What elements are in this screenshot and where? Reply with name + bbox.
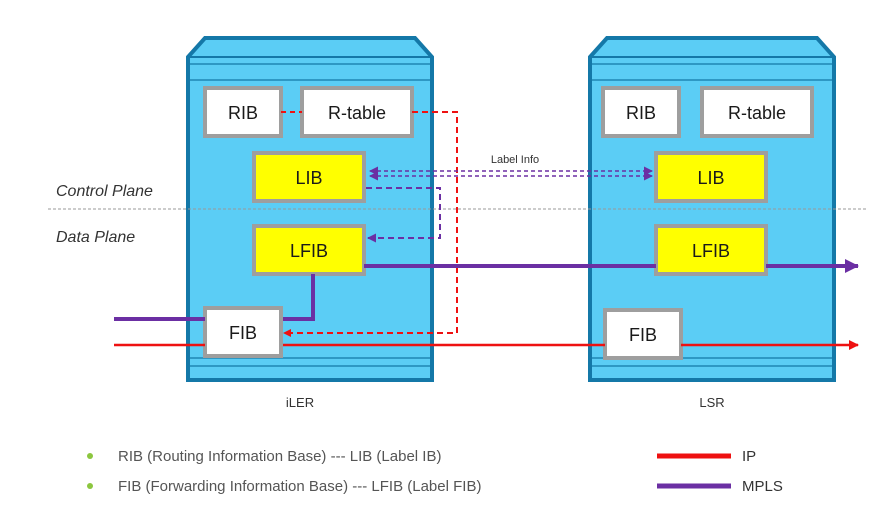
iler-fib-label: FIB xyxy=(229,323,257,343)
mpls-fib-to-lfib-path xyxy=(283,274,315,321)
lsr-lfib-label: LFIB xyxy=(692,241,730,261)
lsr-rib-label: RIB xyxy=(626,103,656,123)
lsr-lib-label: LIB xyxy=(697,168,724,188)
lsr-rib-box: RIB xyxy=(601,86,681,138)
iler-lib-label: LIB xyxy=(295,168,322,188)
iler-lib-box: LIB xyxy=(252,151,366,203)
legend-mpls-label: MPLS xyxy=(742,478,783,495)
legend-ip-label: IP xyxy=(742,448,756,465)
iler-lfib-label: LFIB xyxy=(290,241,328,261)
iler-rib-box: RIB xyxy=(203,86,283,138)
lsr-lfib-box: LFIB xyxy=(654,224,768,276)
rtable-to-fib-dashed-path xyxy=(283,111,458,337)
lib-to-lfib-dashed-path xyxy=(366,187,441,243)
iler-rtable-label: R-table xyxy=(328,103,386,123)
iler-name: iLER xyxy=(286,395,314,410)
bullet-dot xyxy=(87,453,93,459)
lsr-fib-box: FIB xyxy=(603,308,683,360)
lsr-lib-box: LIB xyxy=(654,151,768,203)
lsr-rtable-label: R-table xyxy=(728,103,786,123)
label-info-text: Label Info xyxy=(491,154,539,166)
control-plane-label: Control Plane xyxy=(56,183,153,200)
bullet-item-2: FIB (Forwarding Information Base) --- LF… xyxy=(118,478,481,495)
lsr-name: LSR xyxy=(699,395,724,410)
bullet-item-1: RIB (Routing Information Base) --- LIB (… xyxy=(118,448,441,465)
iler-rib-label: RIB xyxy=(228,103,258,123)
bullet-dot xyxy=(87,483,93,489)
iler-fib-box: FIB xyxy=(203,306,283,358)
legend: IP MPLS xyxy=(657,448,783,495)
bullet-list: RIB (Routing Information Base) --- LIB (… xyxy=(87,448,481,495)
iler-rtable-box: R-table xyxy=(300,86,414,138)
iler-lfib-box: LFIB xyxy=(252,224,366,276)
data-plane-label: Data Plane xyxy=(56,229,135,246)
lsr-fib-label: FIB xyxy=(629,325,657,345)
lsr-rtable-box: R-table xyxy=(700,86,814,138)
